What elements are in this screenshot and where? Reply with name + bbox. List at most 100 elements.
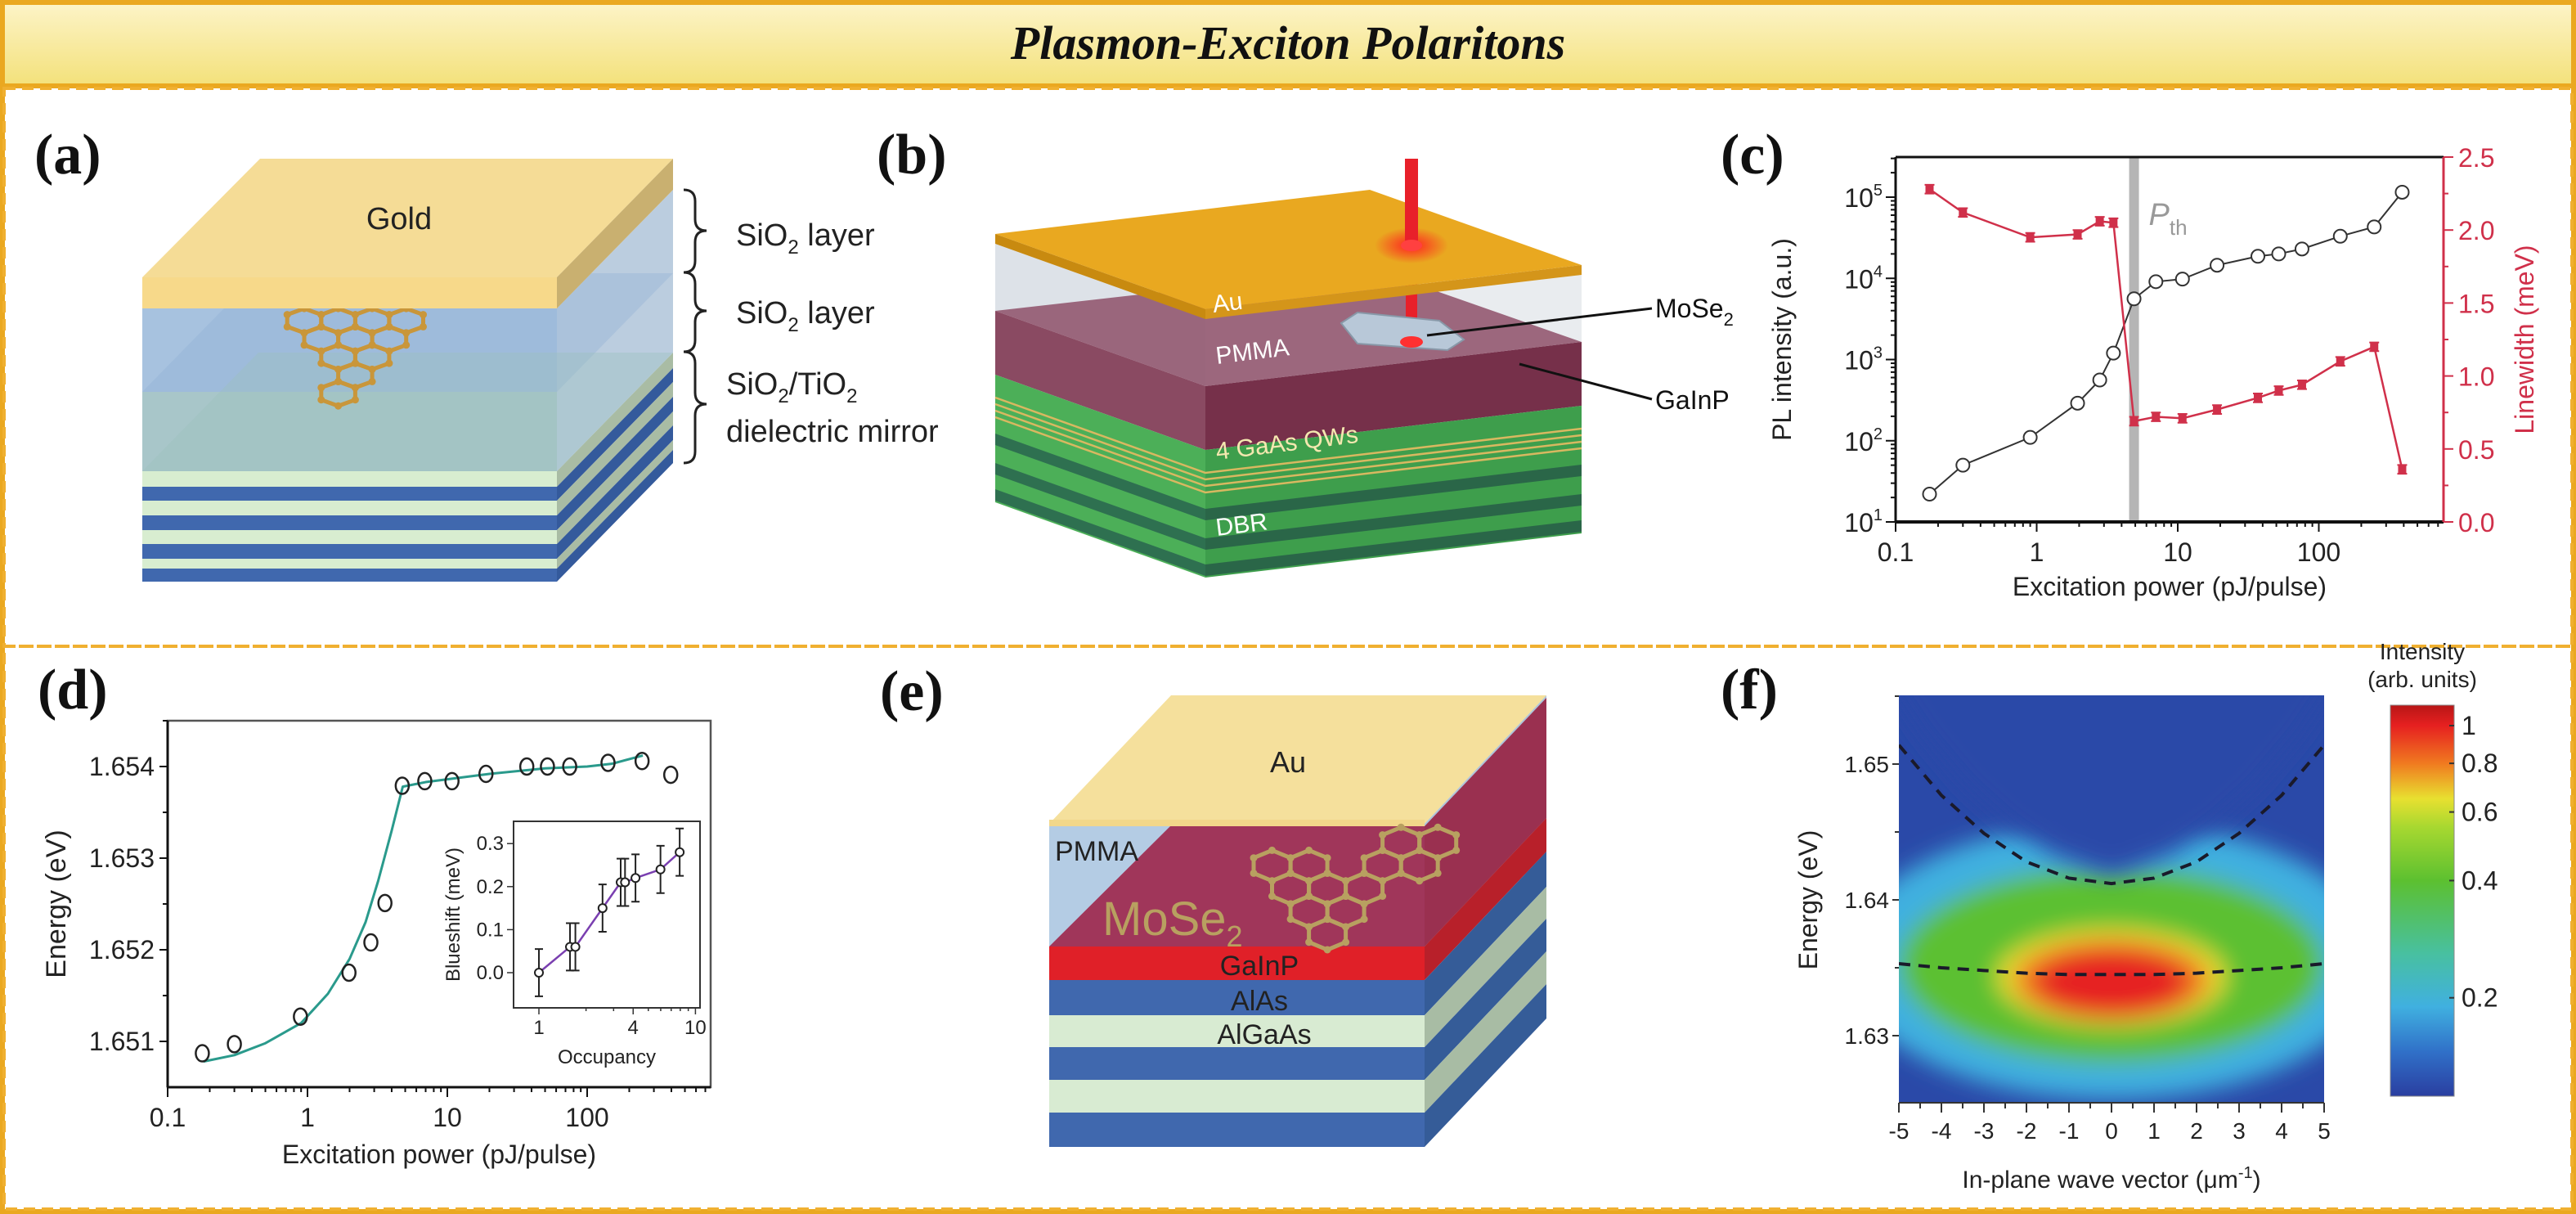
colorbar-tick-label: 0.8 <box>2462 749 2497 778</box>
sio2-mirror-layer <box>142 530 557 544</box>
label-sub: 2 <box>1724 309 1734 330</box>
quantum-well-layer <box>994 416 1582 494</box>
x-tick-label: -5 <box>1889 1118 1910 1144</box>
brace-icon <box>683 271 707 353</box>
figure-title: Plasmon-Exciton Polaritons <box>1010 16 1565 70</box>
tmd-microcavity-stack <box>1049 695 1546 1147</box>
panel-b-label: (b) <box>877 124 947 187</box>
dbr-layer <box>995 463 1205 550</box>
pmma-layer <box>995 311 1205 450</box>
atom-dot <box>402 341 411 349</box>
atom-dot <box>1323 915 1331 924</box>
y-tick-label: 101 <box>1844 506 1883 537</box>
atom-dot <box>1379 893 1387 900</box>
brace-icon <box>683 350 707 465</box>
atom-dot <box>300 329 308 337</box>
pl-intensity-line <box>1928 191 2403 495</box>
mose2-layer-plane <box>1049 825 1425 946</box>
linewidth-point <box>2297 380 2306 389</box>
atom-dot <box>368 377 376 385</box>
gainp-leader-line <box>1519 362 1653 401</box>
inset-x-tick-label: 4 <box>628 1017 639 1039</box>
atom-dot <box>1379 846 1387 854</box>
atom-dot <box>351 347 359 355</box>
x-tick-label: 2 <box>2190 1118 2203 1144</box>
pl-intensity-point <box>2271 246 2287 262</box>
panel-f-label: (f) <box>1721 659 1778 722</box>
pl-intensity-point <box>2394 184 2410 200</box>
x-tick-label: 1 <box>2030 537 2044 567</box>
tio2-layer <box>142 515 557 530</box>
atom-dot <box>334 402 343 410</box>
alas-layer-side <box>1425 984 1546 1147</box>
x-tick-label: 0.1 <box>1878 537 1914 567</box>
atom-dot <box>1286 854 1295 862</box>
alas-layer <box>1049 1113 1425 1147</box>
pmma-layer-side <box>1205 342 1582 450</box>
linewidth-point <box>2129 416 2138 425</box>
atom-dot <box>1416 831 1424 839</box>
label-b-sub: 2 <box>846 385 857 407</box>
x-tick-label: -2 <box>2017 1118 2037 1144</box>
y-tick-base: 10 <box>1844 183 1874 213</box>
x-axis-title-end: ) <box>2253 1167 2261 1194</box>
mirror-layer-side <box>557 425 673 559</box>
gold-layer-front <box>142 277 557 308</box>
quantum-well-layer <box>994 396 1582 474</box>
inset-y-tick-label: 0.2 <box>477 876 504 898</box>
y-tick-exponent: 5 <box>1874 182 1883 200</box>
gold-layer-top <box>142 159 673 277</box>
atom-dot <box>385 359 393 367</box>
y2-tick-label: 0.5 <box>2458 435 2494 465</box>
y-axis-title: Energy (eV) <box>41 830 72 978</box>
x-tick-label: 100 <box>565 1103 608 1132</box>
atom-dot <box>1268 893 1276 900</box>
atom-dot <box>1360 915 1368 924</box>
algaas-label: AlGaAs <box>1217 1019 1311 1050</box>
linewidth-point <box>2370 342 2379 351</box>
pmma-top-face <box>995 268 1582 386</box>
atom-dot <box>385 311 393 319</box>
pl-intensity-point <box>2210 258 2225 273</box>
label-sub: 2 <box>788 236 798 259</box>
threshold-label-sub: th <box>2170 215 2188 240</box>
blueshift-point <box>534 968 544 978</box>
y2-tick-label: 0.0 <box>2458 508 2494 537</box>
y-axis-title: PL intensity (a.u.) <box>1767 238 1797 441</box>
lower-polariton-dashed-curve <box>1899 962 2324 977</box>
heatmap-intensity-layers <box>1899 822 2324 1099</box>
atom-dot <box>1323 869 1331 877</box>
model-fit-line <box>203 754 644 1063</box>
atom-dot <box>1416 877 1424 885</box>
blueshift-point <box>570 942 581 952</box>
inset-x-tick-label: 1 <box>533 1017 544 1039</box>
atom-dot <box>334 341 343 349</box>
y2-tick-label: 1.0 <box>2458 362 2494 392</box>
mirror-layer-side <box>557 397 673 530</box>
mirror-label-line2: dielectric mirror <box>726 415 939 449</box>
atom-dot <box>1305 923 1313 931</box>
atom-dot <box>368 329 376 337</box>
pl-intensity-point <box>2022 429 2038 445</box>
pl-intensity-point <box>2070 395 2085 411</box>
x-tick-label: 10 <box>433 1103 462 1132</box>
y-tick-base: 10 <box>1844 346 1874 375</box>
tio2-layer <box>142 487 557 501</box>
panel-a: (a) Gold SiO2 layer SiO2 layer SiO2/TiO2… <box>34 124 939 582</box>
linewidth-point <box>2095 217 2104 226</box>
atom-dot <box>385 322 393 330</box>
sio2-mirror-layer <box>142 471 557 487</box>
inset-y-tick-label: 0.0 <box>477 962 504 984</box>
y-tick-label: 1.65 <box>1845 752 1890 777</box>
linewidth-point <box>2254 393 2263 402</box>
algaas-layer-side <box>1425 951 1546 1113</box>
y-tick-label: 1.654 <box>89 752 155 781</box>
inset-y-tick-label: 0.1 <box>477 919 504 941</box>
atom-dot <box>402 329 411 337</box>
energy-point <box>562 757 577 776</box>
y-tick-exponent: 3 <box>1874 344 1883 362</box>
mirror-layer-side <box>557 440 673 569</box>
panel-c-label: (c) <box>1721 124 1784 187</box>
